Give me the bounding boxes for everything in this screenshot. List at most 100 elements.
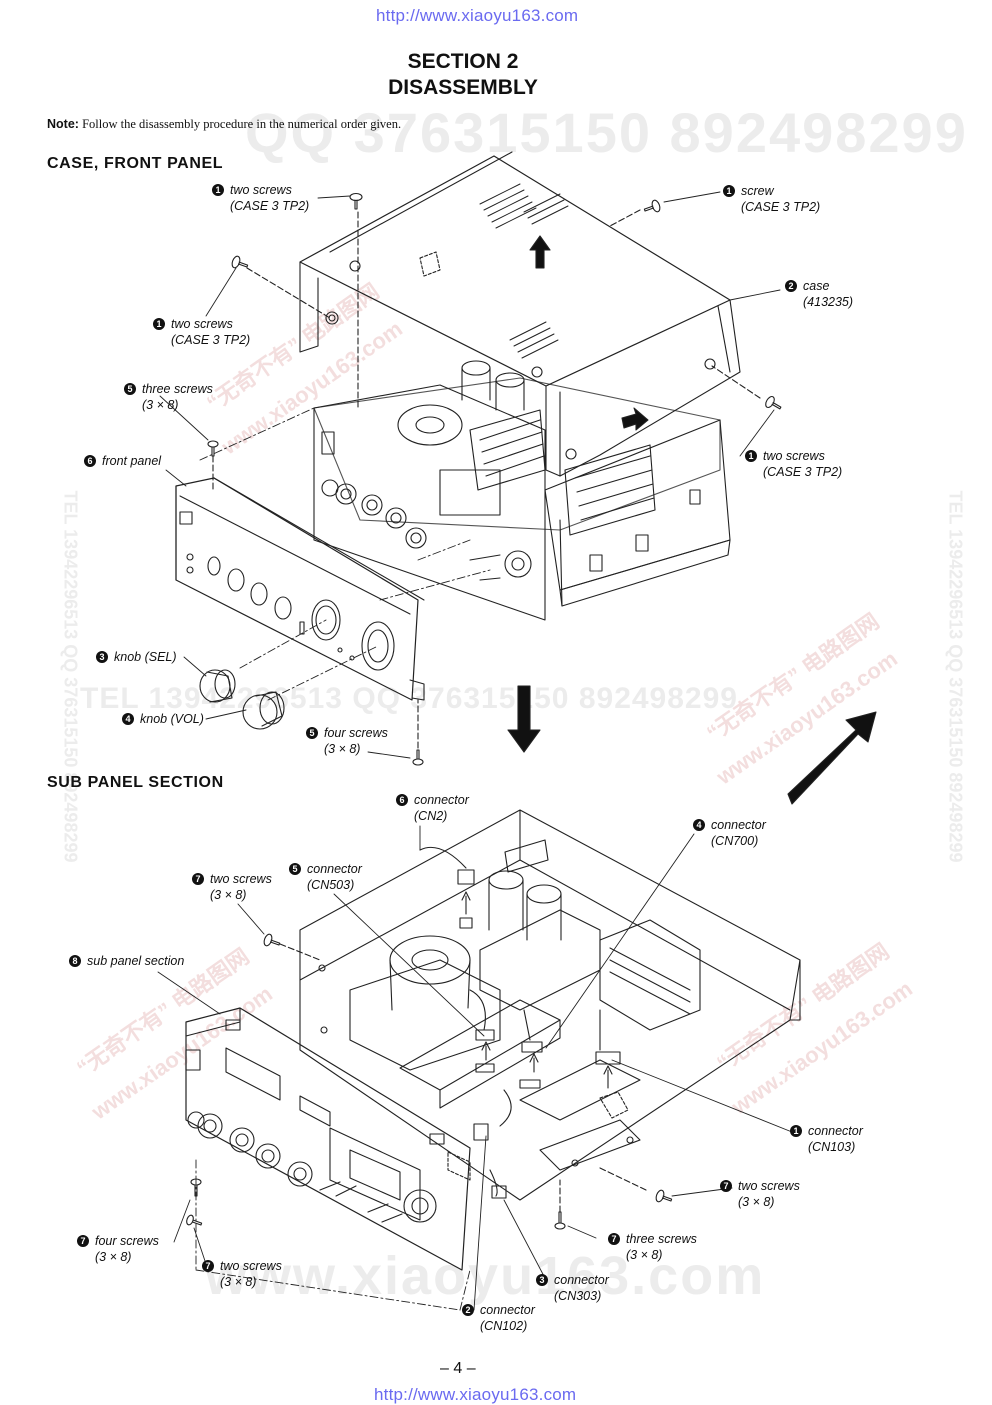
callout-part: (CASE 3 TP2) xyxy=(230,198,310,213)
callout-label: knob (SEL) xyxy=(114,650,177,664)
step-number: 5 xyxy=(124,383,136,395)
step-number: 1 xyxy=(212,184,224,196)
callout-label: connector xyxy=(711,818,766,832)
callout-two-screws: 1 two screws(CASE 3 TP2) xyxy=(153,317,250,348)
callout-part: (3 × 8) xyxy=(626,1247,663,1262)
step-number: 2 xyxy=(785,280,797,292)
chassis-top-diagram xyxy=(313,360,731,621)
callout-three-screws: 5 three screws(3 × 8) xyxy=(124,382,213,413)
diagonal-arrow xyxy=(787,711,877,805)
note-text: Follow the disassembly procedure in the … xyxy=(78,117,402,131)
callout-label: two screws xyxy=(220,1259,282,1273)
callout-label: four screws xyxy=(95,1234,159,1248)
callout-label: connector xyxy=(480,1303,535,1317)
callout-part: (3 × 8) xyxy=(142,397,179,412)
step-number: 3 xyxy=(96,651,108,663)
callout-part: (CN102) xyxy=(480,1318,528,1333)
step-number: 4 xyxy=(122,713,134,725)
callout-part: (3 × 8) xyxy=(738,1194,775,1209)
header-url-link[interactable]: http://www.xiaoyu163.com xyxy=(376,6,579,25)
heading-case-front-panel: CASE, FRONT PANEL xyxy=(47,155,224,172)
callout-two-screws: 1 two screws(CASE 3 TP2) xyxy=(745,449,842,480)
screws-top xyxy=(207,192,782,766)
callout-part: (CASE 3 TP2) xyxy=(171,332,251,347)
callout-label: connector xyxy=(307,862,362,876)
callout-label: three screws xyxy=(142,382,213,396)
callout-part: (3 × 8) xyxy=(95,1249,132,1264)
callout-part: (CN700) xyxy=(711,833,759,848)
step-number: 5 xyxy=(306,727,318,739)
callout-connector-cn700: 4 connector(CN700) xyxy=(693,818,766,849)
section-number: SECTION 2 xyxy=(407,50,519,73)
section-title: DISASSEMBLY xyxy=(388,76,538,99)
page-number: – 4 – xyxy=(440,1360,476,1377)
leader-lines-bottom xyxy=(157,825,793,1311)
callout-label: front panel xyxy=(102,454,162,468)
callout-front-panel: 6 front panel xyxy=(84,454,161,470)
callout-part: (CASE 3 TP2) xyxy=(763,464,843,479)
step-number: 4 xyxy=(693,819,705,831)
case-diagram xyxy=(299,151,741,477)
callout-two-screws: 7 two screws(3 × 8) xyxy=(720,1179,800,1210)
step-number: 5 xyxy=(289,863,301,875)
callout-label: connector xyxy=(808,1124,863,1138)
step-number: 7 xyxy=(192,873,204,885)
callout-screw: 1 screw(CASE 3 TP2) xyxy=(723,184,820,215)
chassis-bottom-diagram xyxy=(299,809,801,1201)
footer-url-link[interactable]: http://www.xiaoyu163.com xyxy=(374,1385,577,1404)
callout-part: (CN503) xyxy=(307,877,355,892)
step-number: 8 xyxy=(69,955,81,967)
callout-label: connector xyxy=(554,1273,609,1287)
callout-two-screws: 7 two screws(3 × 8) xyxy=(202,1259,282,1290)
callout-part: (3 × 8) xyxy=(220,1274,257,1289)
callout-label: two screws xyxy=(763,449,825,463)
callout-sub-panel-section: 8 sub panel section xyxy=(69,954,184,970)
callout-connector-cn102: 2 connector(CN102) xyxy=(462,1303,535,1334)
callout-label: knob (VOL) xyxy=(140,712,204,726)
step-number: 7 xyxy=(720,1180,732,1192)
watermark-url-bottom: www.xiaoyu163.com xyxy=(205,1246,766,1306)
callout-part: (CASE 3 TP2) xyxy=(741,199,821,214)
callout-part: (CN2) xyxy=(414,808,448,823)
callout-label: two screws xyxy=(210,872,272,886)
step-number: 6 xyxy=(396,794,408,806)
callout-label: three screws xyxy=(626,1232,697,1246)
callout-part: (413235) xyxy=(803,294,854,309)
step-number: 7 xyxy=(608,1233,620,1245)
callout-connector-cn103: 1 connector(CN103) xyxy=(790,1124,863,1155)
callout-knob-sel: 3 knob (SEL) xyxy=(96,650,177,666)
callout-label: connector xyxy=(414,793,469,807)
callout-label: case xyxy=(803,279,830,293)
callout-part: (CN103) xyxy=(808,1139,856,1154)
callout-label: two screws xyxy=(230,183,292,197)
screws-bottom xyxy=(186,933,673,1230)
step-number: 1 xyxy=(745,450,757,462)
callout-connector-cn2: 6 connector(CN2) xyxy=(396,793,469,824)
callout-label: screw xyxy=(741,184,774,198)
callout-three-screws: 7 three screws(3 × 8) xyxy=(608,1232,697,1263)
step-number: 7 xyxy=(77,1235,89,1247)
heading-sub-panel-section: SUB PANEL SECTION xyxy=(47,774,224,791)
callout-part: (CN303) xyxy=(554,1288,602,1303)
step-number: 1 xyxy=(723,185,735,197)
callout-case: 2 case(413235) xyxy=(785,279,853,310)
step-number: 1 xyxy=(790,1125,802,1137)
callout-label: two screws xyxy=(171,317,233,331)
step-number: 7 xyxy=(202,1260,214,1272)
callout-label: sub panel section xyxy=(87,954,185,968)
step-number: 1 xyxy=(153,318,165,330)
step-number: 3 xyxy=(536,1274,548,1286)
callout-four-screws: 7 four screws(3 × 8) xyxy=(77,1234,159,1265)
callout-part: (3 × 8) xyxy=(324,741,361,756)
callout-connector-cn503: 5 connector(CN503) xyxy=(289,862,362,893)
callout-knob-vol: 4 knob (VOL) xyxy=(122,712,204,728)
step-number: 2 xyxy=(462,1304,474,1316)
callout-connector-cn303: 3 connector(CN303) xyxy=(536,1273,609,1304)
note-label: Note: xyxy=(47,117,79,131)
connectors-bottom xyxy=(419,846,629,1199)
front-panel-diagram xyxy=(175,407,491,730)
step-number: 6 xyxy=(84,455,96,467)
callout-label: two screws xyxy=(738,1179,800,1193)
